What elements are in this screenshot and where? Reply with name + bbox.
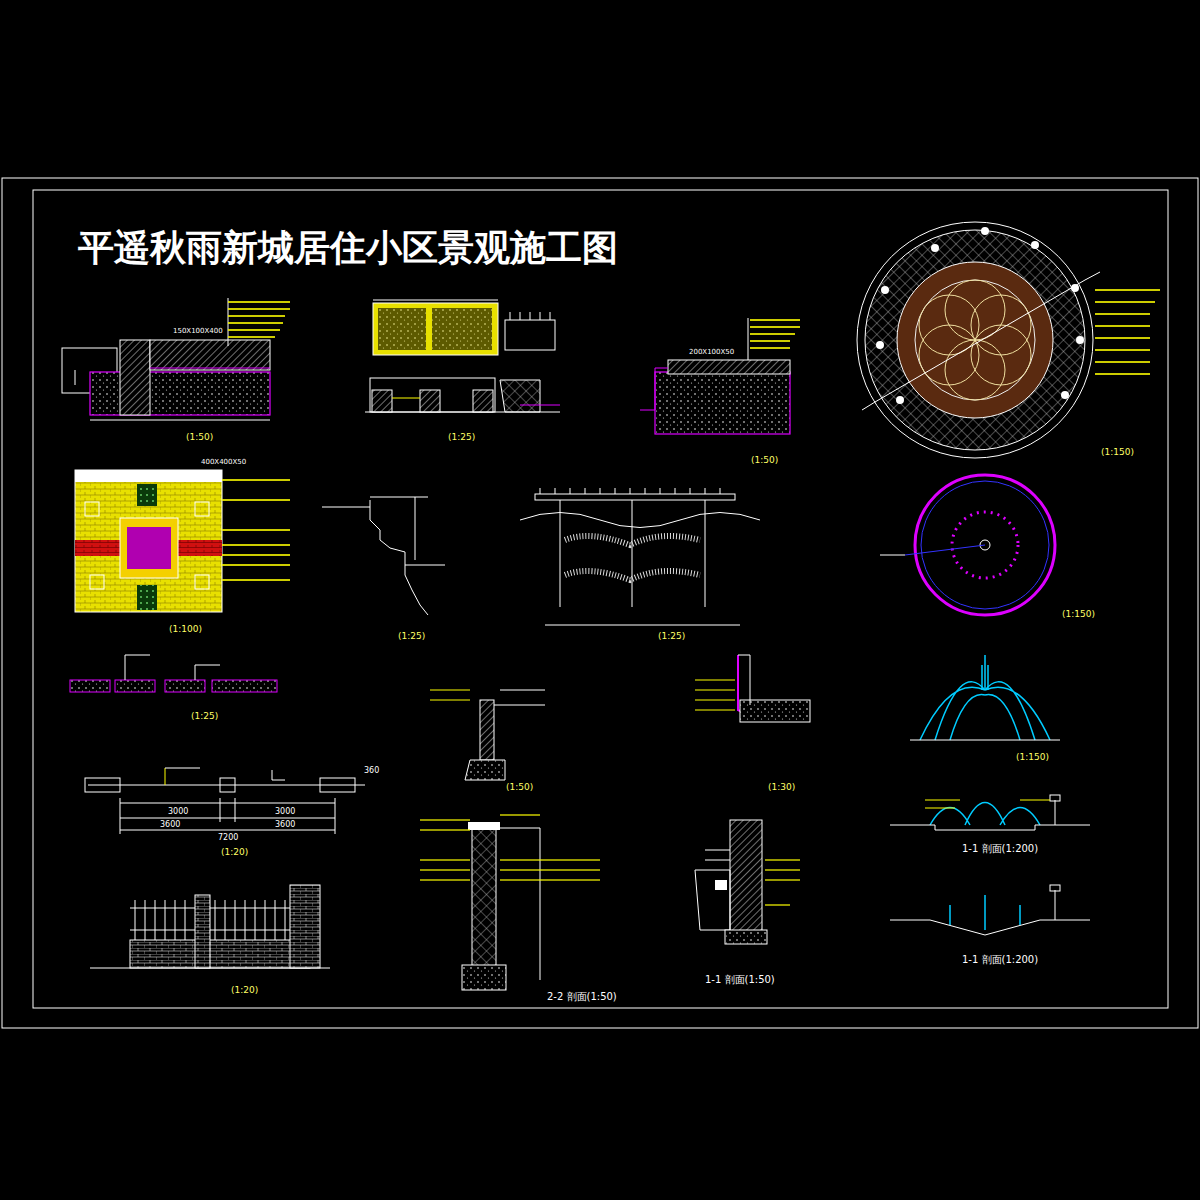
scale-caption: (1:150) — [1015, 752, 1050, 762]
scale-caption: (1:25) — [397, 631, 426, 641]
scale-caption: (1:25) — [657, 631, 686, 641]
scale-caption: (1:20) — [230, 985, 259, 995]
scale-caption: (1:25) — [447, 432, 476, 442]
scale-caption: (1:150) — [1100, 447, 1135, 457]
material-note: 200X100X50 — [688, 348, 735, 356]
material-note: 150X100X400 — [172, 327, 224, 335]
section-caption: 1-1 剖面(1:200) — [961, 953, 1039, 967]
dimension: 7200 — [217, 833, 239, 842]
dimension: 3600 — [159, 820, 181, 829]
scale-caption: (1:50) — [185, 432, 214, 442]
scale-caption: (1:50) — [750, 455, 779, 465]
dimension: 3000 — [274, 807, 296, 816]
scale-caption: (1:20) — [220, 847, 249, 857]
scale-caption: (1:150) — [1061, 609, 1096, 619]
section-caption: 1-1 剖面(1:50) — [704, 973, 776, 987]
dimension: 3000 — [167, 807, 189, 816]
dimension: 3600 — [274, 820, 296, 829]
material-note: 400X400X50 — [200, 458, 247, 466]
section-caption: 1-1 剖面(1:200) — [961, 842, 1039, 856]
scale-caption: (1:30) — [767, 782, 796, 792]
scale-caption: (1:100) — [168, 624, 203, 634]
scale-caption: (1:25) — [190, 711, 219, 721]
dimension: 360 — [363, 766, 380, 775]
scale-caption: (1:50) — [505, 782, 534, 792]
section-caption: 2-2 剖面(1:50) — [546, 990, 618, 1004]
sheet-title: 平遥秋雨新城居住小区景观施工图 — [78, 224, 618, 273]
